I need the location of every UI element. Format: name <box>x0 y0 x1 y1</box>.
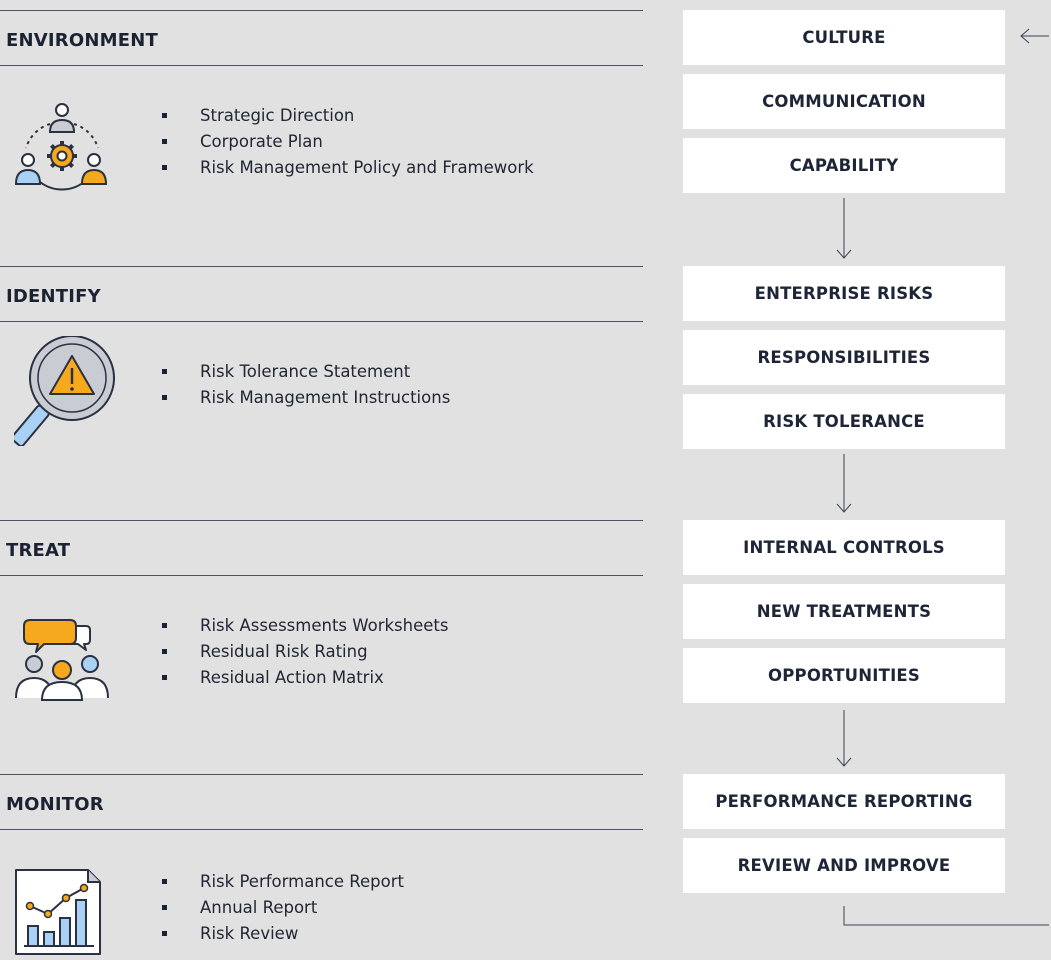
section-rule <box>0 520 643 521</box>
flow-box-new-treatments: NEW TREATMENTS <box>683 584 1005 639</box>
list-item: Strategic Direction <box>160 103 534 129</box>
people-gear-icon <box>14 100 110 200</box>
flow-box-capability: CAPABILITY <box>683 138 1005 193</box>
list-item: Risk Management Policy and Framework <box>160 155 534 181</box>
section-rule <box>0 266 643 267</box>
section-title-monitor: MONITOR <box>6 794 104 815</box>
magnifier-warning-icon <box>11 335 130 450</box>
bullet-list-environment: Strategic Direction Corporate Plan Risk … <box>160 103 534 181</box>
flow-box-internal-controls: INTERNAL CONTROLS <box>683 520 1005 575</box>
list-item: Residual Risk Rating <box>160 639 448 665</box>
section-title-environment: ENVIRONMENT <box>6 30 158 51</box>
section-rule <box>0 10 643 11</box>
flow-box-enterprise-risks: ENTERPRISE RISKS <box>683 266 1005 321</box>
team-chat-icon <box>14 618 110 706</box>
flow-box-risk-tolerance: RISK TOLERANCE <box>683 394 1005 449</box>
bullet-list-treat: Risk Assessments Worksheets Residual Ris… <box>160 613 448 691</box>
down-arrow-icon <box>836 710 852 767</box>
down-arrow-icon <box>836 454 852 513</box>
list-item: Risk Tolerance Statement <box>160 359 450 385</box>
list-item: Risk Assessments Worksheets <box>160 613 448 639</box>
flow-box-communication: COMMUNICATION <box>683 74 1005 129</box>
list-item: Risk Management Instructions <box>160 385 450 411</box>
flow-box-opportunities: OPPORTUNITIES <box>683 648 1005 703</box>
section-rule <box>0 321 643 322</box>
list-item: Annual Report <box>160 895 404 921</box>
section-rule <box>0 575 643 576</box>
flow-box-culture: CULTURE <box>683 10 1005 65</box>
section-rule <box>0 65 643 66</box>
down-arrow-icon <box>836 198 852 259</box>
bullet-list-monitor: Risk Performance Report Annual Report Ri… <box>160 869 404 947</box>
loop-back-arrow-icon <box>843 28 1049 926</box>
flow-box-responsibilities: RESPONSIBILITIES <box>683 330 1005 385</box>
section-rule <box>0 829 643 830</box>
report-chart-icon <box>14 868 102 960</box>
list-item: Corporate Plan <box>160 129 534 155</box>
section-title-identify: IDENTIFY <box>6 286 101 307</box>
list-item: Residual Action Matrix <box>160 665 448 691</box>
flow-box-performance-reporting: PERFORMANCE REPORTING <box>683 774 1005 829</box>
list-item: Risk Performance Report <box>160 869 404 895</box>
list-item: Risk Review <box>160 921 404 947</box>
bullet-list-identify: Risk Tolerance Statement Risk Management… <box>160 359 450 411</box>
section-rule <box>0 774 643 775</box>
section-title-treat: TREAT <box>6 540 71 561</box>
flow-box-review-and-improve: REVIEW AND IMPROVE <box>683 838 1005 893</box>
